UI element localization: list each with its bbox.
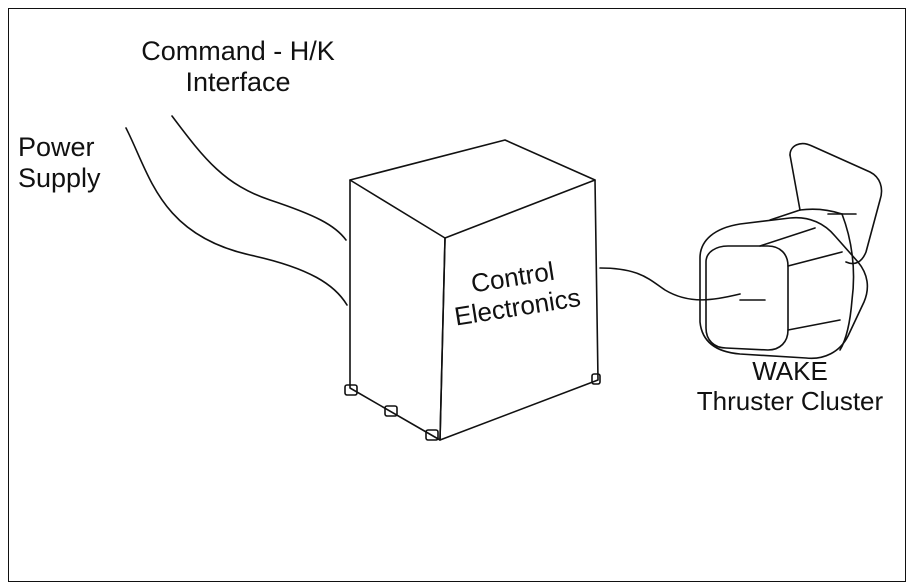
wake-label-line-1: WAKE [752,356,828,386]
thruster-cable [599,267,741,301]
power-supply-label: Power Supply [18,132,148,194]
command-label-line-2: Interface [185,67,291,97]
power-label-line-1: Power [18,132,95,162]
power-cable [125,127,348,306]
wake-label-line-2: Thruster Cluster [696,386,884,416]
control-electronics-box [344,139,601,441]
power-label-line-2: Supply [18,163,101,193]
wake-thruster-cluster [699,142,883,360]
wake-thruster-label: WAKE Thruster Cluster [690,356,890,416]
diagram-frame [8,8,906,582]
command-label-line-1: Command - H/K [141,36,335,66]
command-cable [171,115,347,241]
command-interface-label: Command - H/K Interface [118,36,358,98]
